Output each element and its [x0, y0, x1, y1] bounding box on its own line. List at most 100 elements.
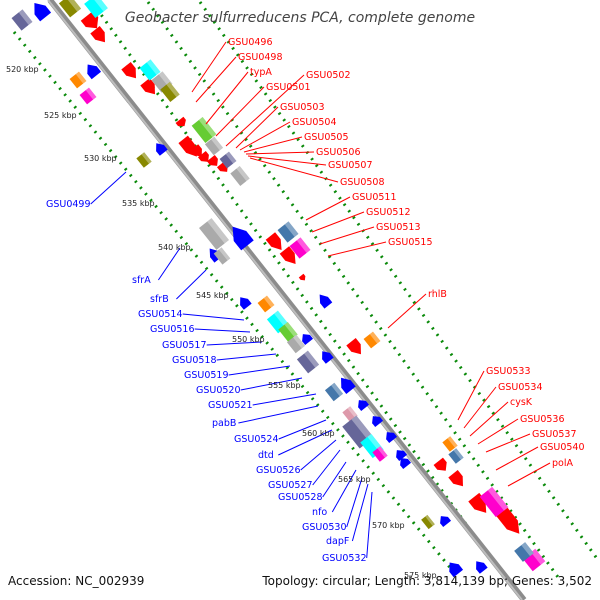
forward-gene-label: GSU0503 — [280, 102, 325, 113]
reverse-gene-arrow — [34, 2, 52, 22]
reverse-gene-label: GSU0519 — [184, 370, 229, 381]
reverse-gene-label: dapF — [326, 536, 349, 547]
forward-gene-label: GSU0507 — [328, 160, 373, 171]
forward-gene-arrow — [265, 232, 282, 251]
reverse-gene-label: GSU0527 — [268, 480, 313, 491]
cog-box — [289, 237, 311, 259]
inner-reverse-track — [90, 1, 508, 581]
reverse-gene-arrow — [87, 64, 102, 80]
forward-gene-label: GSU0498 — [238, 52, 283, 63]
label-leader-lines — [90, 41, 551, 559]
cog-box — [324, 382, 344, 402]
forward-gene-label: rhlB — [428, 289, 447, 300]
forward-gene-arrow — [90, 26, 105, 43]
cog-box — [11, 9, 33, 31]
reverse-gene-arrow — [358, 400, 370, 412]
cog-box — [136, 152, 152, 168]
forward-gene-arrow — [121, 62, 136, 79]
reverse-gene-arrow — [476, 561, 488, 574]
reverse-leader-line — [300, 439, 337, 471]
reverse-gene-label: GSU0521 — [208, 400, 253, 411]
forward-leader-line — [311, 211, 365, 233]
forward-gene-label: GSU0534 — [498, 382, 543, 393]
cog-box — [296, 350, 320, 374]
forward-leader-line — [319, 226, 375, 245]
reverse-leader-line — [366, 491, 373, 559]
reverse-leader-line — [157, 247, 181, 281]
reverse-leader-line — [240, 377, 303, 391]
forward-gene-arrow — [433, 457, 447, 471]
cog-box — [58, 0, 82, 18]
forward-gene-arrow — [140, 78, 155, 95]
reverse-leader-line — [312, 449, 341, 486]
cog-box — [514, 542, 534, 562]
forward-leader-line — [477, 418, 519, 445]
forward-leader-line — [485, 433, 531, 453]
kbp-tick-label: 535 kbp — [122, 199, 155, 208]
cog-box — [199, 218, 229, 250]
forward-gene-label: GSU0511 — [352, 192, 397, 203]
forward-gene-label: typA — [250, 67, 272, 78]
reverse-leader-line — [322, 461, 347, 498]
forward-leader-line — [243, 136, 303, 153]
forward-leader-line — [225, 74, 305, 147]
gene-features — [11, 0, 546, 578]
kbp-tick-label: 545 kbp — [196, 291, 229, 300]
reverse-gene-label: GSU0517 — [162, 340, 207, 351]
kbp-tick-label: 530 kbp — [84, 154, 117, 163]
forward-gene-arrow — [206, 154, 218, 166]
genome-backbone-highlight — [47, 0, 523, 600]
forward-leader-line — [245, 151, 315, 155]
cog-box — [257, 295, 275, 313]
forward-leader-line — [205, 71, 249, 125]
reverse-leader-line — [228, 365, 291, 376]
reverse-leader-line — [278, 419, 327, 440]
cog-box — [479, 486, 509, 518]
cog-box — [160, 82, 180, 102]
reverse-gene-label: GSU0530 — [302, 522, 347, 533]
reverse-leader-line — [206, 341, 263, 346]
genome-backbone — [47, 0, 527, 600]
reverse-leader-line — [331, 469, 357, 513]
reverse-leader-line — [351, 483, 369, 542]
reverse-leader-line — [176, 269, 207, 300]
kbp-tick-label: 560 kbp — [302, 429, 335, 438]
forward-leader-line — [507, 462, 551, 487]
reverse-gene-arrow — [156, 143, 168, 156]
reverse-leader-line — [90, 171, 127, 205]
reverse-gene-arrow — [240, 297, 252, 310]
reverse-gene-label: GSU0499 — [46, 199, 91, 210]
forward-leader-line — [195, 56, 237, 103]
reverse-gene-arrow — [341, 377, 356, 394]
cog-box — [69, 71, 87, 89]
forward-leader-line — [387, 293, 427, 329]
cog-box — [230, 166, 250, 186]
cog-box — [372, 446, 388, 462]
cog-box — [139, 59, 161, 81]
outer-reverse-track — [12, 31, 454, 571]
forward-gene-label: polA — [552, 458, 573, 469]
forward-gene-label: GSU0501 — [266, 82, 311, 93]
reverse-gene-label: GSU0518 — [172, 355, 217, 366]
forward-gene-label: GSU0496 — [228, 37, 273, 48]
outer-forward-track — [198, 1, 600, 561]
kbp-tick-label: 525 kbp — [44, 111, 77, 120]
cog-box — [363, 331, 381, 349]
cog-box — [442, 436, 458, 452]
forward-gene-label: cysK — [510, 397, 533, 408]
reverse-leader-line — [238, 405, 319, 424]
reverse-leader-line — [278, 429, 333, 456]
kbp-tick-label: 555 kbp — [268, 381, 301, 390]
forward-leader-line — [235, 106, 279, 149]
forward-gene-label: GSU0512 — [366, 207, 411, 218]
reverse-gene-arrow — [232, 226, 254, 251]
kbp-tick-label: 540 kbp — [158, 243, 191, 252]
reverse-gene-label: pabB — [212, 418, 236, 429]
reverse-gene-label: GSU0520 — [196, 385, 241, 396]
forward-gene-label: GSU0540 — [540, 442, 585, 453]
forward-gene-arrow — [298, 273, 306, 281]
cog-box — [191, 117, 217, 143]
forward-gene-arrow — [175, 116, 186, 127]
forward-gene-label: GSU0515 — [388, 237, 433, 248]
